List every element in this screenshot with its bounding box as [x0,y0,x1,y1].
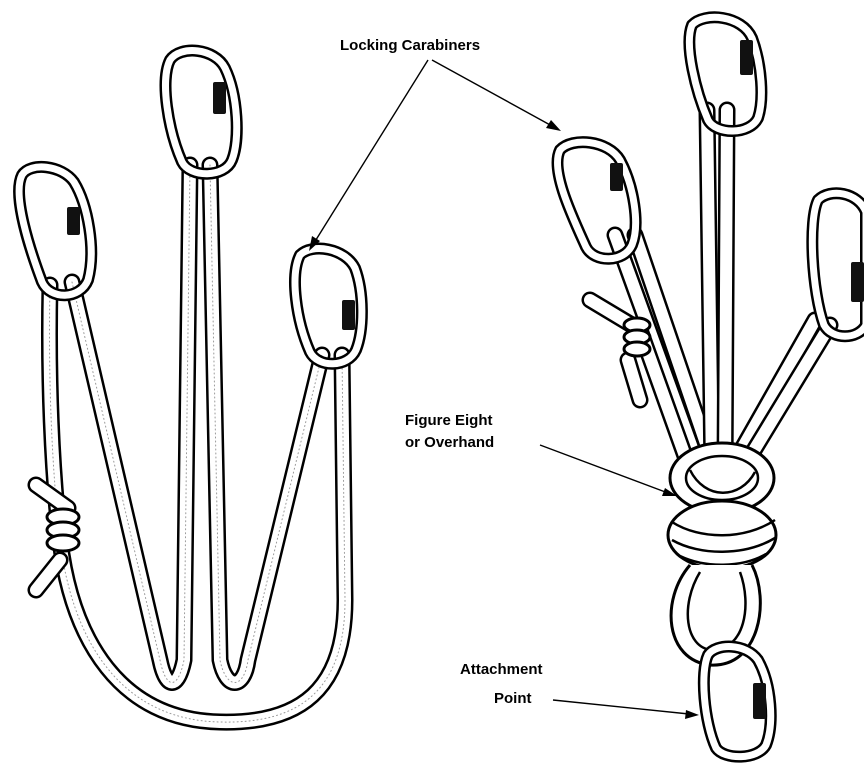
label-point: Point [494,688,532,709]
arrow-to-attachment [553,700,699,719]
right-carabiner-3 [812,193,864,336]
label-locking-carabiners: Locking Carabiners [340,35,480,56]
left-knot [47,509,79,551]
left-carabiner-3 [295,249,362,364]
arrow-to-knot [540,445,677,496]
figure-eight-knot [668,443,776,665]
label-or-overhand: or Overhand [405,432,494,453]
arrow-to-left-carabiner [309,60,428,251]
label-figure-eight: Figure Eight [405,410,493,431]
arrow-to-right-carabiner [432,60,561,131]
left-carabiner-2 [166,51,237,174]
left-anchor-rig [19,51,362,723]
right-tail-knot [624,318,650,356]
left-carabiner-1 [19,167,91,295]
label-attachment: Attachment [460,659,543,680]
right-anchor-rig [557,17,864,756]
